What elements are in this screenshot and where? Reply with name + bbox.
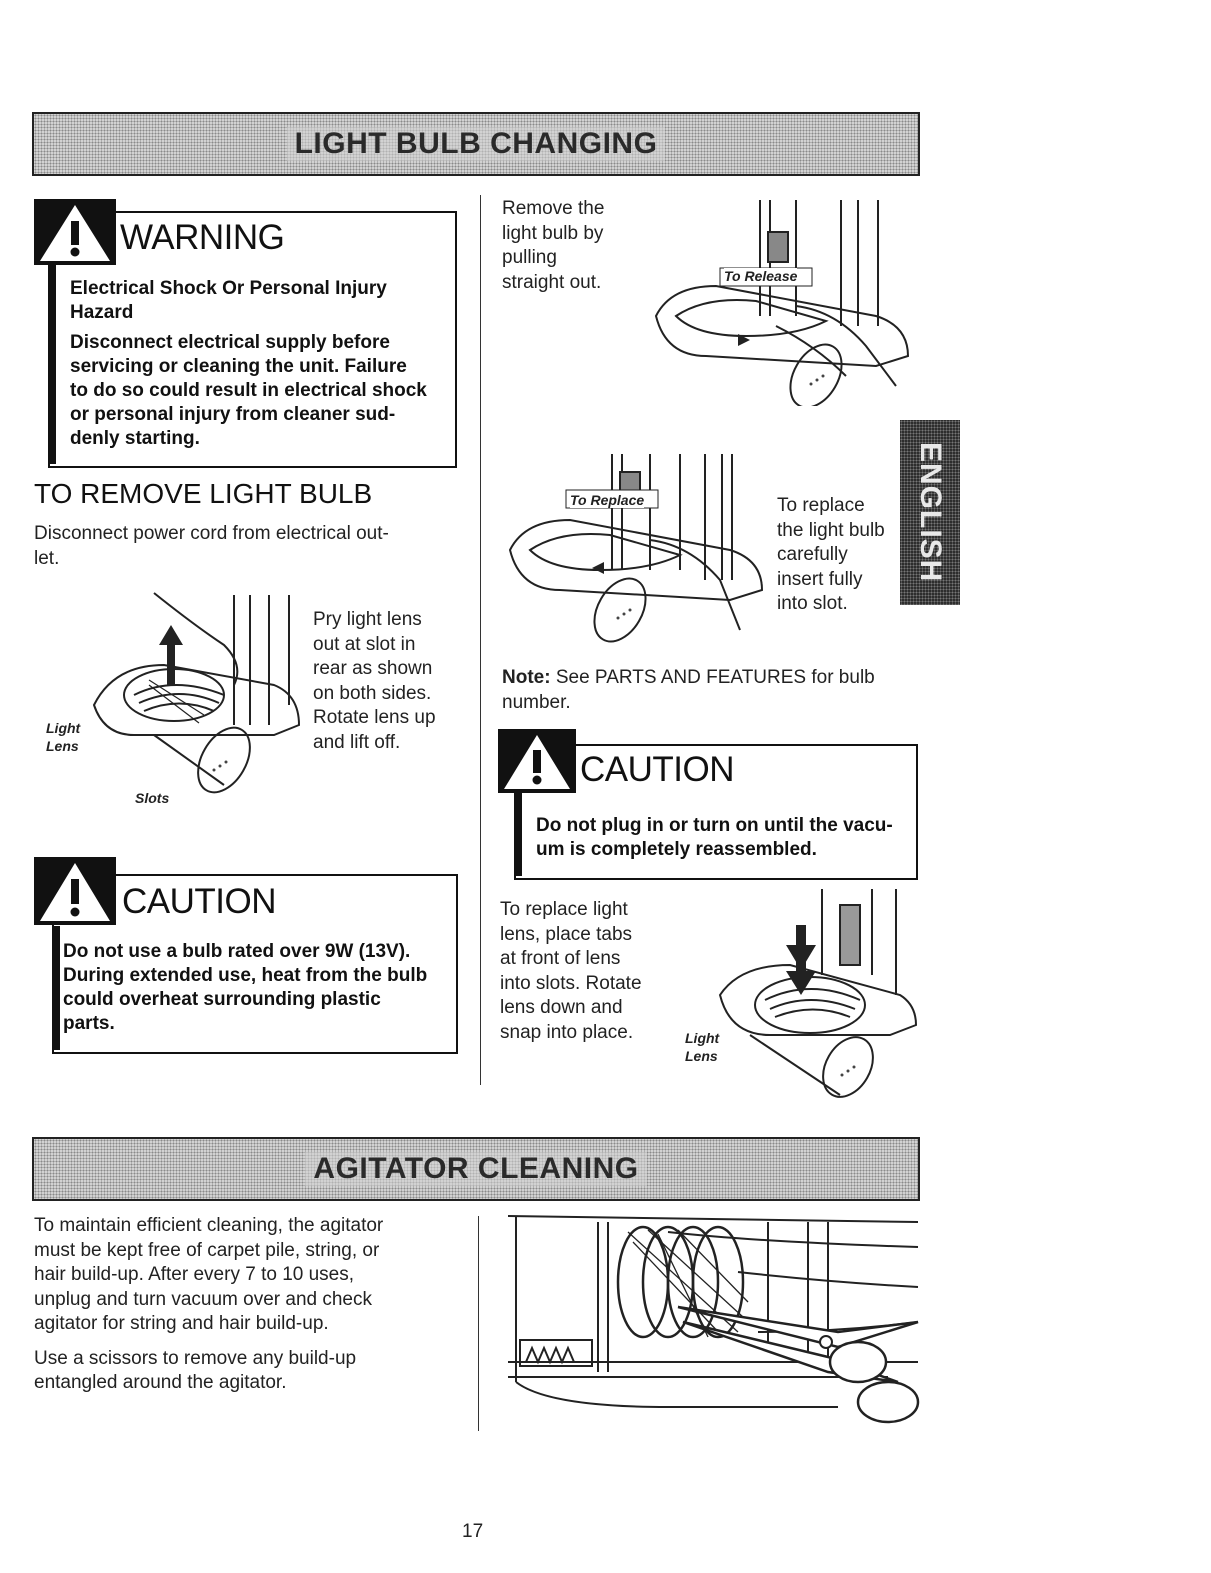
warning-line-4: or personal injury from cleaner sud-: [70, 404, 396, 425]
warning-triangle-icon: [34, 199, 116, 265]
agitator-line-7: entangled around the agitator.: [34, 1372, 287, 1393]
pry-line-1: Pry light lens: [313, 609, 422, 630]
lens-label-light: Light: [685, 1030, 720, 1046]
agitator-line-6: Use a scissors to remove any build-up: [34, 1347, 357, 1369]
replace-bulb-text: To replace the light bulb carefully inse…: [777, 494, 907, 617]
agitator-text: To maintain efficient cleaning, the agit…: [34, 1214, 474, 1396]
caution-left-triangle-icon: [34, 857, 116, 925]
caution-left-sidebar: [52, 926, 60, 1050]
remove-light-bulb-heading: TO REMOVE LIGHT BULB: [34, 478, 373, 509]
agitator-line-2: must be kept free of carpet pile, string…: [34, 1239, 380, 1261]
caution-box-right: [514, 744, 918, 880]
agitator-line-4: unplug and turn vacuum over and check: [34, 1288, 372, 1310]
lens-line-5: lens down and: [500, 997, 623, 1018]
pry-label-slots: Slots: [135, 790, 170, 806]
pry-line-3: rear as shown: [313, 658, 433, 679]
caution-left-body: Do not use a bulb rated over 9W (13V). D…: [63, 940, 453, 1036]
english-side-tab: ENGLISH: [900, 420, 960, 605]
lens-line-1: To replace light: [500, 899, 628, 920]
agitator-line-3: hair build-up. After every 7 to 10 uses,: [34, 1264, 355, 1285]
warning-title: WARNING: [120, 218, 285, 257]
caution-right-body: Do not plug in or turn on until the vacu…: [536, 814, 912, 862]
lens-label-lens: Lens: [685, 1048, 718, 1064]
lens-line-6: snap into place.: [500, 1021, 634, 1043]
caution-right-title: CAUTION: [580, 750, 735, 789]
agitator-divider: [478, 1216, 479, 1431]
warning-sidebar: [48, 262, 56, 464]
note-text: Note: See PARTS AND FEATURES for bulb nu…: [502, 666, 922, 715]
pry-line-2: out at slot in: [313, 633, 416, 655]
note-label: Note:: [502, 667, 551, 688]
replace-bulb-illustration: [508, 454, 764, 643]
pry-line-6: and lift off.: [313, 731, 401, 753]
lens-line-4: into slots. Rotate: [500, 972, 642, 994]
side-tab-label: ENGLISH: [914, 442, 947, 583]
column-divider: [480, 195, 481, 1085]
lens-line-2: lens, place tabs: [500, 923, 633, 945]
release-bulb-illustration: [654, 200, 910, 406]
replace-lens-illustration: [718, 889, 918, 1098]
warning-box: [48, 211, 457, 468]
caution-right-triangle-icon: [498, 729, 576, 793]
replace-lens-text: To replace light lens, place tabs at fro…: [500, 898, 675, 1045]
remove-line-1: Remove the: [502, 198, 605, 219]
pry-lens-text: Pry light lens out at slot in rear as sh…: [313, 608, 458, 755]
label-to-replace: To Replace: [570, 492, 645, 508]
caution-left-line-3: could overheat surrounding plastic: [63, 989, 381, 1010]
agitator-cleaning-banner: AGITATOR CLEANING: [32, 1137, 920, 1201]
remove-bulb-text: Remove the light bulb by pulling straigh…: [502, 197, 662, 295]
note-line-2: number.: [502, 691, 571, 713]
caution-right-sidebar: [514, 793, 522, 876]
pry-label-lens: Lens: [46, 738, 79, 754]
banner-title: LIGHT BULB CHANGING: [286, 127, 666, 161]
remove-line-4: straight out.: [502, 271, 602, 293]
light-bulb-changing-banner: LIGHT BULB CHANGING: [32, 112, 920, 176]
hazard-line-1: Electrical Shock Or Personal Injury: [70, 278, 387, 299]
pry-lens-illustration: [92, 592, 301, 794]
warning-line-1: Disconnect electrical supply before: [70, 332, 390, 353]
caution-right-line-2: um is completely reassembled.: [536, 839, 817, 860]
remove-line-2: light bulb by: [502, 222, 604, 244]
caution-left-title: CAUTION: [122, 882, 277, 921]
page-number: 17: [462, 1521, 484, 1542]
replace-line-5: into slot.: [777, 593, 848, 614]
warning-line-2: servicing or cleaning the unit. Failure: [70, 356, 407, 377]
agitator-banner-title: AGITATOR CLEANING: [305, 1152, 647, 1186]
label-to-release: To Release: [724, 268, 798, 284]
caution-right-line-1: Do not plug in or turn on until the vacu…: [536, 815, 893, 836]
caution-left-line-2: During extended use, heat from the bulb: [63, 965, 428, 986]
replace-line-2: the light bulb: [777, 519, 885, 541]
warning-line-5: denly starting.: [70, 428, 200, 449]
replace-line-4: insert fully: [777, 568, 863, 590]
caution-box-left: [52, 874, 458, 1054]
intro-line-2: let.: [34, 547, 60, 569]
intro-line-1: Disconnect power cord from electrical ou…: [34, 523, 389, 544]
replace-line-1: To replace: [777, 495, 865, 516]
pry-label-light: Light: [46, 720, 81, 736]
caution-left-line-4: parts.: [63, 1013, 115, 1034]
agitator-line-1: To maintain efficient cleaning, the agit…: [34, 1215, 384, 1236]
remove-line-3: pulling: [502, 247, 557, 268]
pry-line-4: on both sides.: [313, 682, 432, 704]
replace-line-3: carefully: [777, 544, 848, 565]
remove-intro-text: Disconnect power cord from electrical ou…: [34, 522, 454, 571]
lens-line-3: at front of lens: [500, 948, 621, 969]
warning-body: Electrical Shock Or Personal Injury Haza…: [70, 277, 448, 457]
caution-left-line-1: Do not use a bulb rated over 9W (13V).: [63, 941, 411, 962]
hazard-line-2: Hazard: [70, 302, 134, 323]
note-line-1: See PARTS AND FEATURES for bulb: [555, 667, 875, 688]
warning-line-3: to do so could result in electrical shoc…: [70, 380, 427, 401]
agitator-line-5: agitator for string and hair build-up.: [34, 1313, 329, 1334]
pry-line-5: Rotate lens up: [313, 707, 436, 728]
agitator-scissors-illustration: [508, 1215, 920, 1424]
